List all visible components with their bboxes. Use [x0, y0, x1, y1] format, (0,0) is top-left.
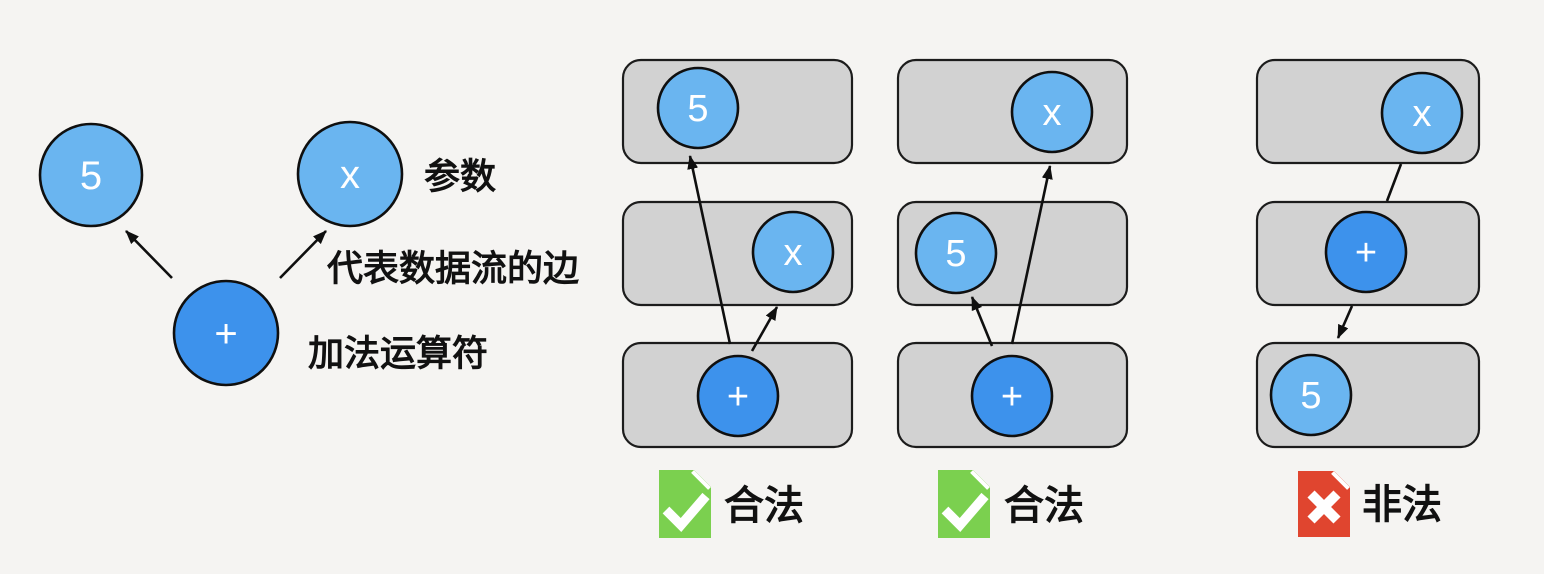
legend-param-node [296, 120, 404, 228]
example-1-node-middle-label: x [784, 232, 803, 274]
legend-edge-to-value-arrow [125, 230, 173, 279]
example-1-node-top-label: 5 [687, 88, 708, 130]
example-2-graph: x 5 + [896, 58, 1129, 449]
example-1-edge-plus-to-x-arrow [750, 306, 779, 352]
example-3-edge-plus-to-5-arrow [1336, 305, 1354, 339]
verdict-label: 合法 [1004, 484, 1084, 528]
verdict-example-2: 合法 [938, 470, 1084, 538]
example-2-node-middle [914, 211, 998, 295]
cross-mark [1307, 490, 1341, 524]
legend-value-node-label: 5 [80, 154, 102, 198]
example-3-node-bottom-label: 5 [1300, 375, 1321, 417]
example-3-node-bottom [1269, 353, 1353, 437]
legend-param-node-label: x [340, 153, 360, 197]
legend-value-node [38, 122, 144, 228]
example-3-node-top [1380, 71, 1464, 155]
document-fold [1331, 471, 1350, 490]
verdict-example-3: 非法 [1298, 471, 1442, 537]
example-3-edge-x-to-plus-line [1385, 163, 1403, 202]
example-1-node-bottom [696, 354, 780, 438]
example-2-node-top-label: x [1043, 92, 1062, 134]
legend-edge-to-param-arrow [279, 230, 327, 279]
example-2-node-bottom [970, 354, 1054, 438]
document-fold [691, 470, 711, 490]
example-2-edge-plus-to-x-arrow [1010, 165, 1053, 345]
example-1-node-bottom-label: + [727, 376, 749, 418]
example-1-edge-plus-to-5-arrow [687, 155, 732, 345]
document-cross-icon [1298, 471, 1350, 537]
example-3-node-middle-label: + [1355, 232, 1377, 274]
legend-operator-node [172, 279, 280, 387]
verdict-label: 非法 [1362, 483, 1442, 527]
example-2-node-middle-label: 5 [945, 233, 966, 275]
example-3-node-top-label: x [1413, 93, 1432, 135]
check-mark [662, 492, 710, 532]
example-3-node-middle [1324, 210, 1408, 294]
example-1-node-middle [751, 210, 835, 294]
legend-operator-node-label: + [214, 312, 237, 356]
example-2-edge-plus-to-5-arrow [970, 296, 994, 347]
check-mark [941, 492, 989, 532]
example-3-graph: x + 5 [1255, 58, 1481, 449]
operator-annotation: 加法运算符 [308, 333, 488, 374]
document-check-icon [659, 470, 711, 538]
legend-group: 5 x + 参数 代表数据流的边 加法运算符 [38, 120, 579, 387]
param-annotation: 参数 [424, 156, 496, 197]
example-2-node-bottom-label: + [1001, 376, 1023, 418]
example-1-graph: 5 x + [621, 58, 854, 449]
document-fold [970, 470, 990, 490]
document-check-icon [938, 470, 990, 538]
verdict-example-1: 合法 [659, 470, 804, 538]
example-2-node-top [1010, 70, 1094, 154]
example-1-node-top [656, 66, 740, 150]
verdict-label: 合法 [724, 484, 804, 528]
edge-annotation: 代表数据流的边 [326, 248, 579, 289]
